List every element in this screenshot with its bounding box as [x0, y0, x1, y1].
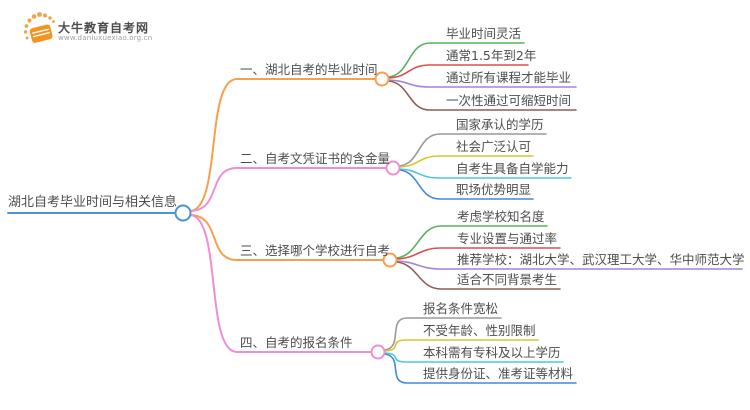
edge-leaf-1-4 — [387, 80, 577, 111]
branch-3-node-circle — [382, 252, 398, 268]
leaf-1-2-label: 通常1.5年到2年 — [446, 48, 537, 63]
root-node-circle — [174, 204, 192, 222]
leaf-4-2-label: 不受年龄、性别限制 — [423, 323, 536, 338]
edge-leaf-4-3 — [383, 352, 564, 363]
leaf-3-2-label: 专业设置与通过率 — [457, 231, 558, 246]
edge-leaf-4-4 — [383, 353, 577, 384]
edge-leaf-3-2 — [395, 247, 561, 260]
root-node-label: 湖北自考毕业时间与相关信息 — [8, 195, 178, 210]
branch-2-label: 二、自考文凭证书的含金量 — [240, 151, 391, 166]
edge-branch-2 — [189, 167, 388, 212]
branch-1-node-circle — [374, 71, 390, 87]
edge-leaf-2-2 — [398, 155, 534, 168]
branch-1-label: 一、湖北自考的毕业时间 — [240, 62, 378, 77]
edge-leaf-3-1 — [395, 225, 548, 259]
edge-leaf-3-3 — [395, 260, 743, 270]
leaf-1-1-label: 毕业时间灵活 — [446, 26, 522, 41]
branch-3-label: 三、选择哪个学校进行自考 — [240, 243, 391, 258]
branch-2-node-circle — [385, 160, 401, 176]
leaf-2-4-label: 职场优势明显 — [456, 182, 532, 197]
edge-branch-3 — [189, 214, 385, 261]
leaf-3-4-label: 适合不同背景考生 — [457, 272, 558, 287]
edge-leaf-1-1 — [387, 42, 525, 78]
leaf-2-3-label: 自考生具备自学能力 — [456, 161, 569, 176]
site-logo: 大牛教育自考网 www.daniuxuexiao.org.cn — [22, 9, 212, 49]
edge-leaf-1-3 — [387, 79, 577, 88]
leaf-4-3-label: 本科需有专科及以上学历 — [423, 345, 561, 360]
branch-4-node-circle — [370, 344, 386, 360]
branch-4-label: 四、自考的报名条件 — [240, 335, 353, 350]
edge-leaf-3-4 — [395, 261, 561, 290]
edge-branch-1 — [189, 78, 377, 212]
site-name: 大牛教育自考网 — [58, 21, 150, 35]
leaf-1-3-label: 通过所有课程才能毕业 — [446, 70, 572, 85]
leaf-1-4-label: 一次性通过可缩短时间 — [446, 93, 572, 108]
leaf-3-3-label: 推荐学校：湖北大学、武汉理工大学、华中师范大学 — [457, 252, 745, 267]
book-sunburst-logo-icon — [23, 12, 55, 43]
edge-leaf-2-1 — [398, 133, 547, 167]
edge-leaf-2-3 — [398, 168, 572, 179]
leaf-3-1-label: 考虑学校知名度 — [457, 209, 545, 224]
edge-branch-4 — [189, 214, 373, 353]
leaf-2-2-label: 社会广泛认可 — [456, 139, 532, 154]
leaf-4-1-label: 报名条件宽松 — [423, 301, 499, 316]
edge-leaf-4-1 — [383, 317, 502, 351]
edge-leaf-2-4 — [398, 169, 534, 200]
leaf-4-4-label: 提供身份证、准考证等材料 — [423, 366, 574, 381]
leaf-2-1-label: 国家承认的学历 — [456, 117, 544, 132]
edge-leaf-1-2 — [387, 64, 529, 79]
site-url: www.daniuxuexiao.org.cn — [58, 34, 153, 42]
edge-leaf-4-2 — [383, 339, 539, 352]
